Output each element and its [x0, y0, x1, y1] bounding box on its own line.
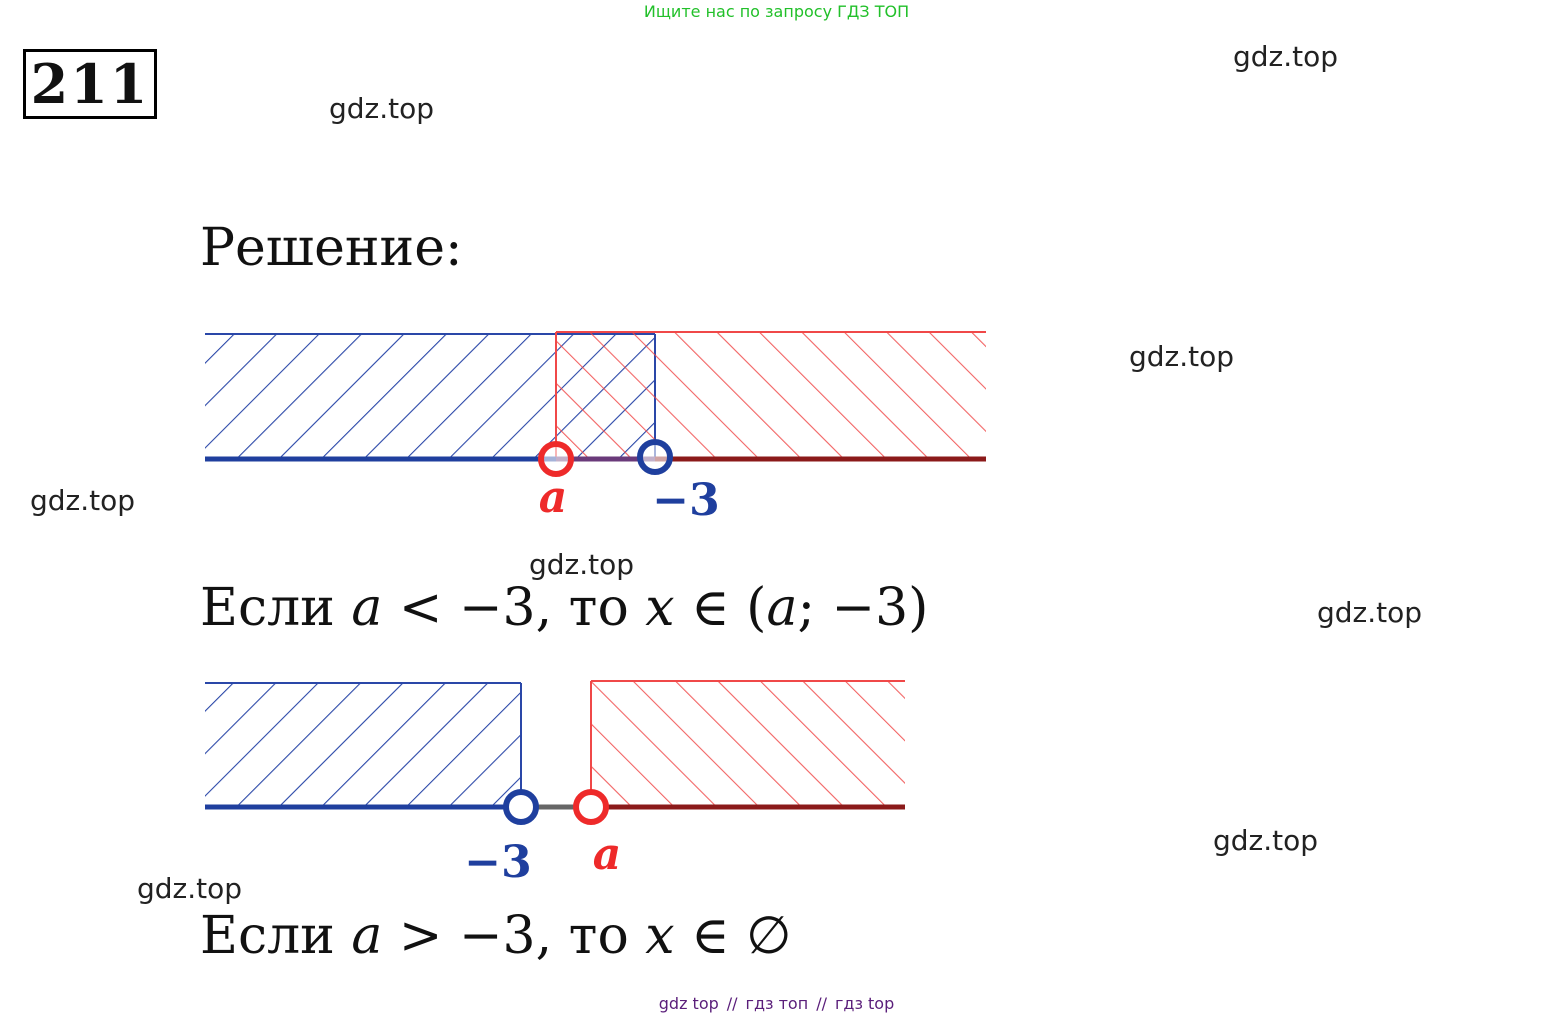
- case-1-relation: < −3, то: [382, 578, 646, 638]
- red-hatched-region: [590, 680, 905, 807]
- footer-link-gdz-top[interactable]: gdz top: [658, 994, 719, 1013]
- case-1-result-a: a: [766, 578, 798, 638]
- footer-link-gdz-top-mixed[interactable]: гдз top: [834, 994, 895, 1013]
- top-search-hint: Ищите нас по запросу ГДЗ ТОП: [643, 2, 910, 21]
- footer-separator: //: [816, 994, 827, 1013]
- number-line-figure-2: −3 a: [205, 680, 905, 888]
- case-1-prefix: Если: [200, 578, 352, 638]
- blue-hatched-region: [205, 682, 522, 807]
- label-minus-3: −3: [464, 837, 531, 888]
- red-hatched-region: [555, 331, 986, 460]
- footer-links: gdz top // гдз топ // гдз top: [0, 994, 1553, 1013]
- case-1-var-x: x: [645, 578, 675, 638]
- watermark: gdz.top: [1317, 596, 1423, 629]
- watermark: gdz.top: [1233, 40, 1339, 73]
- case-2-result: ∈ ∅: [674, 906, 792, 966]
- case-2-prefix: Если: [200, 906, 352, 966]
- case-2-var-a: a: [351, 906, 383, 966]
- label-a: a: [539, 472, 568, 523]
- problem-number-box: 211: [23, 49, 157, 119]
- watermark: gdz.top: [137, 872, 243, 905]
- footer-separator: //: [726, 994, 738, 1013]
- watermark: gdz.top: [1213, 824, 1319, 857]
- watermark: gdz.top: [529, 548, 635, 581]
- watermark: gdz.top: [30, 484, 136, 517]
- case-1-statement: Если a < −3, то x ∈ (a; −3): [200, 578, 928, 638]
- watermark: gdz.top: [329, 92, 435, 125]
- footer-link-gdz-top-ru[interactable]: гдз топ: [745, 994, 809, 1013]
- open-point-a: [538, 441, 574, 477]
- solution-heading: Решение:: [200, 218, 463, 278]
- case-2-var-x: x: [645, 906, 675, 966]
- case-1-result: ∈ (: [674, 578, 767, 638]
- open-point-minus-3: [503, 789, 539, 825]
- open-point-minus-3: [637, 439, 673, 475]
- label-minus-3: −3: [652, 475, 719, 525]
- case-1-result-tail: ; −3): [797, 578, 929, 638]
- open-point-a: [573, 789, 609, 825]
- number-line-figure-1: a −3: [205, 331, 986, 525]
- case-1-var-a: a: [351, 578, 383, 638]
- label-a: a: [593, 829, 622, 880]
- case-2-relation: > −3, то: [382, 906, 646, 966]
- case-2-statement: Если a > −3, то x ∈ ∅: [200, 906, 791, 966]
- watermark: gdz.top: [1129, 340, 1235, 373]
